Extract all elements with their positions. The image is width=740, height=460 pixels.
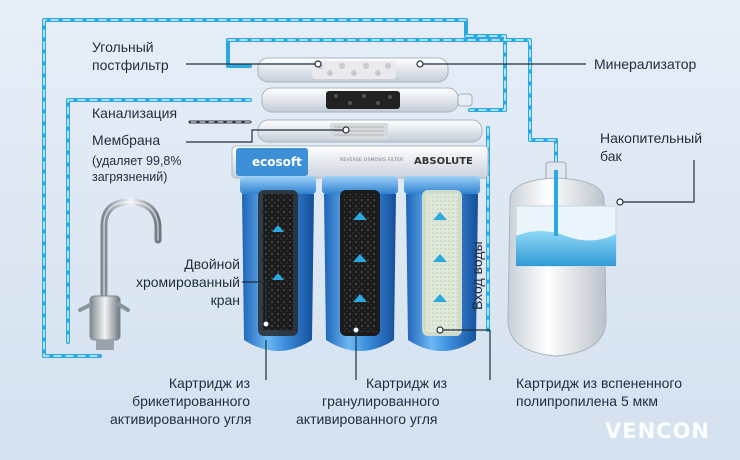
label-cartridge-block-line1: Картридж из (168, 375, 250, 391)
label-cartridge-granular-line3: активированного угля (296, 411, 438, 427)
label-cartridge-granular-line1: Картридж из (366, 375, 448, 391)
label-faucet: Двойной хромированный кран (112, 255, 240, 309)
unit-model-text: ABSOLUTE (414, 156, 473, 167)
label-cartridge-block-line2: брикетированного (132, 393, 250, 409)
storage-tank (507, 161, 617, 357)
label-cartridge-block-line3: активированного угля (110, 411, 252, 427)
label-cartridge-block: Картридж из брикетированного активирован… (110, 374, 252, 428)
housing-polypropylene (404, 176, 480, 351)
label-cartridge-granular: Картридж из гранулированного активирован… (296, 374, 447, 428)
housing-carbon-block (240, 176, 316, 351)
label-mineralizer: Минерализатор (594, 56, 697, 72)
label-water-inlet: Вход воды (469, 241, 485, 310)
label-tank-line2: бак (600, 148, 622, 164)
label-tank-line1: Накопительный (600, 130, 703, 146)
label-cartridge-pp: Картридж из вспененного полипропилена 5 … (516, 374, 682, 410)
postfilter-tube (261, 87, 473, 113)
label-sewer: Канализация (92, 105, 178, 121)
water-pipes (42, 18, 558, 358)
leader-lines (186, 60, 695, 380)
label-faucet-line1: Двойной (184, 256, 240, 272)
label-cartridge-pp-line1: Картридж из вспененного (516, 375, 682, 391)
label-faucet-line2: хромированный (135, 274, 240, 290)
label-postfilter-line1: Угольный (92, 39, 154, 55)
filter-head (231, 145, 489, 179)
membrane-tube (257, 119, 483, 143)
housing-granular-carbon (322, 176, 398, 351)
label-membrane-note-line2: загрязнений) (92, 170, 168, 184)
flow-arrows (272, 212, 447, 302)
label-membrane: Мембрана (92, 132, 161, 148)
label-cartridge-pp-line2: полипропилена 5 мкм (516, 393, 659, 409)
label-faucet-line3: кран (210, 292, 240, 308)
label-membrane-note-line1: (удаляет 99,8% (92, 154, 182, 168)
label-postfilter-line2: постфильтр (92, 57, 169, 73)
unit-brand-text: ecosoft (252, 155, 302, 169)
faucet (78, 198, 162, 350)
label-tank: Накопительный бак (600, 129, 702, 165)
watermark-logo: VENCON (604, 419, 710, 443)
label-cartridge-granular-line2: гранулированного (322, 393, 440, 409)
unit-subtitle-text: REVERSE OSMOSIS FILTER (340, 158, 404, 163)
label-postfilter: Угольный постфильтр (92, 38, 169, 74)
label-membrane-note: (удаляет 99,8% загрязнений) (92, 153, 181, 185)
